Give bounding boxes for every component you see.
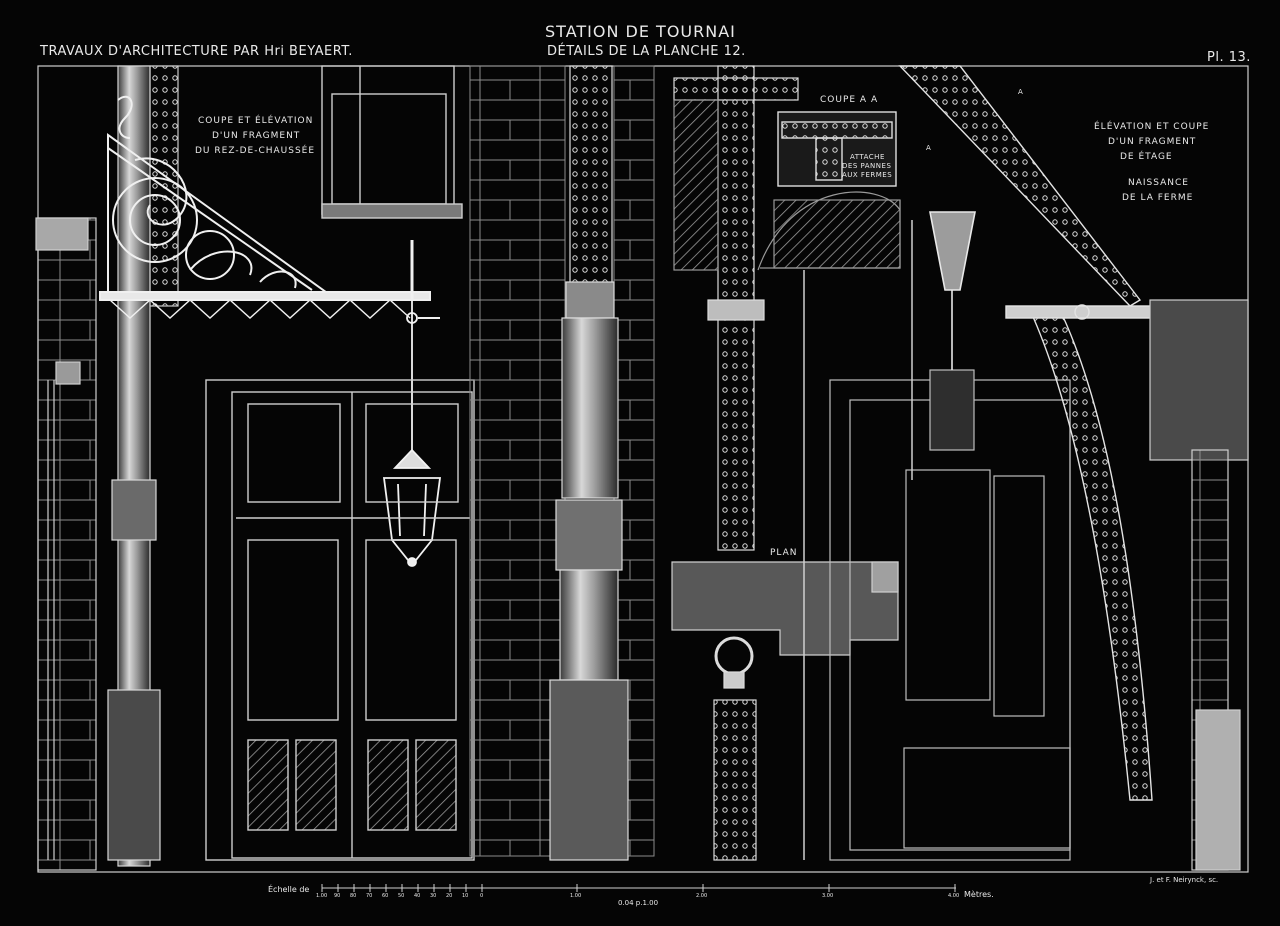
scale-tick-8: 20 (446, 893, 453, 899)
plan-section (671, 561, 899, 656)
section-mark-a1: A (1018, 88, 1024, 96)
right-wall-frames (829, 369, 1071, 861)
upper-window (321, 65, 463, 219)
scale-tick-9: 10 (462, 893, 469, 899)
guide-lines (803, 220, 913, 860)
author-line: TRAVAUX D'ARCHITECTURE PAR Hri BEYAERT. (40, 44, 353, 59)
attache-label-1: ATTACHE (850, 153, 885, 161)
left-section-label-3: DU REZ-DE-CHAUSSÉE (195, 146, 316, 156)
scale-prefix: Échelle de (268, 885, 310, 894)
central-column (549, 65, 629, 861)
scale-tick-10: 0 (480, 893, 484, 899)
right-section-label-3: DE ÉTAGE (1120, 152, 1173, 162)
plate-subtitle: DÉTAILS DE LA PLANCHE 12. (547, 44, 746, 59)
hanging-lantern (382, 300, 442, 567)
scale-tick-2: 80 (350, 893, 357, 899)
scale-major-2: 2.00 (696, 893, 708, 899)
scale-tick-6: 40 (414, 893, 421, 899)
left-section-label-1: COUPE ET ÉLÉVATION (198, 116, 314, 126)
scale-major-4: 4.00 (948, 893, 960, 899)
right-section-label-4: NAISSANCE (1128, 178, 1189, 188)
vault-ceiling (673, 99, 901, 271)
attache-label-2: DES PANNES (842, 162, 892, 170)
scale-tick-3: 70 (366, 893, 373, 899)
scale-tick-0: 1.00 (316, 893, 328, 899)
scale-tick-1: 90 (334, 893, 341, 899)
scale-ratio: 0.04 p.1.00 (618, 899, 659, 907)
riveted-beam (673, 65, 799, 861)
attache-label-3: AUX FERMES (842, 171, 893, 179)
truss-arch (898, 65, 1157, 801)
left-section-label-2: D'UN FRAGMENT (212, 131, 301, 141)
right-section-label-5: DE LA FERME (1122, 193, 1194, 203)
left-column (107, 65, 179, 867)
left-wall (35, 217, 97, 871)
scale-major-3: 3.00 (822, 893, 834, 899)
section-mark-a2: A (926, 144, 932, 152)
pendant-lamp (929, 211, 976, 370)
scale-units: Mètres. (964, 890, 994, 899)
right-section-label-1: ÉLÉVATION ET COUPE (1094, 122, 1210, 132)
scale-bar (321, 884, 956, 892)
coupe-aa-label: COUPE A A (820, 95, 879, 105)
engraver-credit: J. et F. Neirynck, sc. (1150, 876, 1219, 884)
scale-tick-4: 60 (382, 893, 389, 899)
plate-number: Pl. 13. (1207, 50, 1251, 65)
scale-major-1: 1.00 (570, 893, 582, 899)
ornamental-bracket (99, 95, 440, 319)
right-wall (1149, 299, 1249, 871)
door-frame (205, 379, 475, 861)
plan-label: PLAN (770, 548, 798, 558)
brick-wall (469, 65, 655, 857)
scale-tick-7: 30 (430, 893, 437, 899)
coupe-aa-detail (777, 111, 897, 187)
plate-title: STATION DE TOURNAI (545, 22, 736, 41)
right-section-label-2: D'UN FRAGMENT (1108, 137, 1197, 147)
scale-tick-5: 50 (398, 893, 405, 899)
